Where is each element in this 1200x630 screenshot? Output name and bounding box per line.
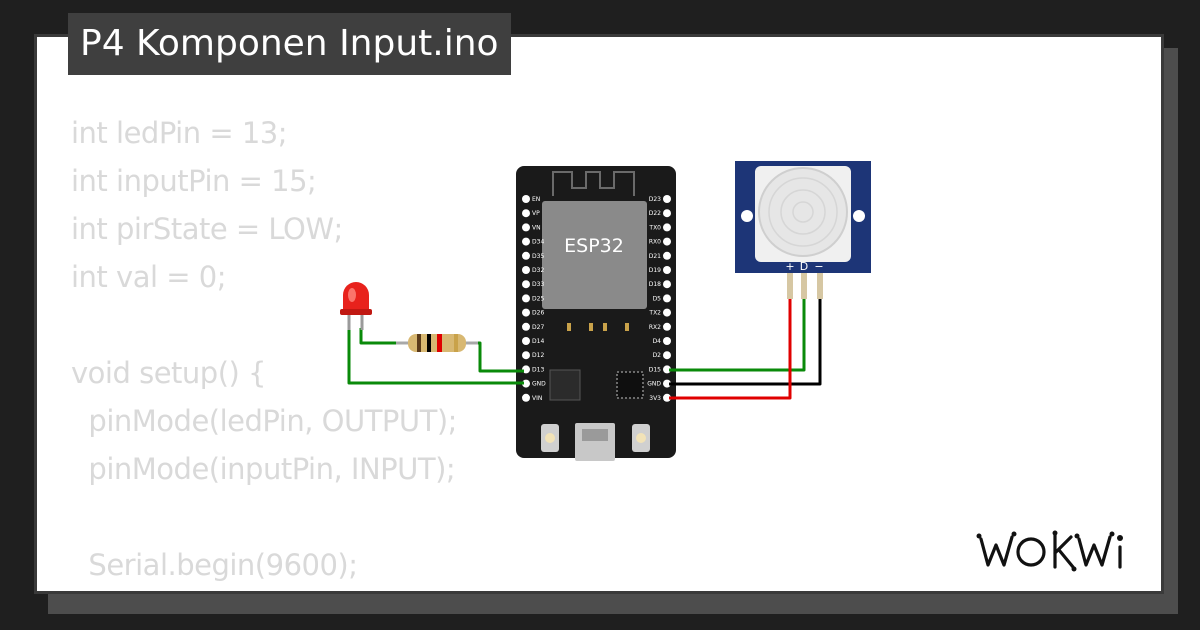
esp32-pin-d12[interactable] [522,351,530,360]
code-line: int val = 0; [71,260,226,294]
pir-lens [758,167,848,257]
code-line: int pirState = LOW; [71,212,343,246]
esp32-pin-label: VIN [532,395,542,402]
esp32-pin-label: TX2 [648,310,661,317]
esp32-pin-label: D18 [649,281,661,288]
esp32-pin-vin[interactable] [522,393,530,402]
wire-pir-3v3[interactable] [669,298,792,400]
en-button[interactable] [541,424,559,452]
esp32-pin-label: D33 [532,281,544,288]
esp32-label: ESP32 [564,235,624,257]
esp32-pin-d18[interactable] [663,280,671,289]
esp32-pin-label: D27 [532,324,544,331]
boot-button[interactable] [632,424,650,452]
code-line: void setup() { [71,356,266,390]
code-line: pinMode(ledPin, OUTPUT); [71,404,457,438]
code-preview: int ledPin = 13; int inputPin = 15; int pi… [71,109,457,591]
esp32-pin-rx0[interactable] [663,237,671,246]
esp32-pin-d34[interactable] [522,237,530,246]
esp32-pin-d22[interactable] [663,209,671,218]
esp32-pin-label: D5 [653,295,662,302]
code-line: Serial.begin(9600); [71,548,358,582]
usb-chip [616,371,644,399]
esp32-pin-d2[interactable] [663,351,671,360]
esp32-pin-label: RX2 [649,324,661,331]
esp32-pin-label: D19 [649,267,661,274]
esp32-pin-d21[interactable] [663,251,671,260]
esp32-pin-label: D25 [532,295,544,302]
esp32-pin-label: RX0 [649,239,661,246]
esp32-pin-3v3[interactable] [663,393,671,402]
esp32-board[interactable]: ESP32 ENVPVND34D35D32D33D25D26D27D14D12D… [516,166,676,461]
esp32-pin-en[interactable] [522,195,530,203]
wire-pir-d15[interactable] [669,298,806,372]
esp32-pin-vn[interactable] [522,223,530,232]
esp32-pin-label: D13 [532,366,544,373]
esp32-pin-label: D2 [653,352,662,359]
pir-pin-data-label: D [800,260,808,273]
esp32-pin-d35[interactable] [522,251,530,260]
pir-pin-gnd-label: − [814,260,823,273]
pir-sensor[interactable]: + D − [735,161,871,299]
esp32-pin-tx0[interactable] [663,223,671,232]
esp32-pin-label: D14 [532,338,544,345]
wire-led-resistor[interactable] [359,328,410,345]
wire-resistor-d13[interactable] [470,341,524,373]
esp32-pin-d5[interactable] [663,294,671,303]
wire-led-gnd[interactable] [347,328,524,385]
esp32-pin-d23[interactable] [663,195,671,203]
esp32-pin-label: D15 [649,366,661,373]
esp32-pin-rx2[interactable] [663,322,671,331]
usb-port [575,423,615,461]
esp32-pin-label: D22 [649,210,661,217]
esp32-pin-label: D21 [649,253,661,260]
esp32-pin-label: TX0 [648,224,661,231]
esp32-pin-label: D34 [532,239,544,246]
esp32-pin-d25[interactable] [522,294,530,303]
esp32-pin-d27[interactable] [522,322,530,331]
esp32-pin-d14[interactable] [522,337,530,345]
esp32-pin-gnd[interactable] [663,379,671,388]
esp32-pin-d4[interactable] [663,337,671,345]
esp32-pin-label: D4 [653,338,662,345]
project-title: P4 Komponen Input.ino [68,13,511,75]
esp32-pin-label: 3V3 [649,395,661,402]
esp32-pin-d19[interactable] [663,266,671,274]
esp32-pin-label: D32 [532,267,544,274]
esp32-pin-d32[interactable] [522,266,530,274]
esp32-pin-label: D26 [532,310,544,317]
module-contacts [567,323,629,331]
esp32-pin-label: D12 [532,352,544,359]
esp32-pin-label: VN [532,224,541,231]
resistor[interactable] [396,334,478,352]
esp32-pin-d33[interactable] [522,280,530,289]
esp32-pin-vp[interactable] [522,209,530,218]
code-line: int ledPin = 13; [71,116,288,150]
esp32-pin-label: VP [532,210,540,217]
pir-pin-vcc-label: + [785,260,794,273]
esp32-pin-label: D23 [649,196,661,203]
esp32-pin-tx2[interactable] [663,308,671,317]
wires [347,298,822,400]
code-line: pinMode(inputPin, INPUT); [71,452,456,486]
esp32-pin-label: GND [647,381,661,388]
voltage-regulator [549,369,581,401]
code-line: int inputPin = 15; [71,164,317,198]
wire-pir-gnd[interactable] [669,298,822,386]
esp32-pin-label: EN [532,196,540,203]
esp32-pin-d26[interactable] [522,308,530,317]
esp32-pin-label: D35 [532,253,544,260]
red-led[interactable] [340,282,372,330]
wokwi-logo [976,530,1123,572]
esp32-pin-label: GND [532,381,546,388]
